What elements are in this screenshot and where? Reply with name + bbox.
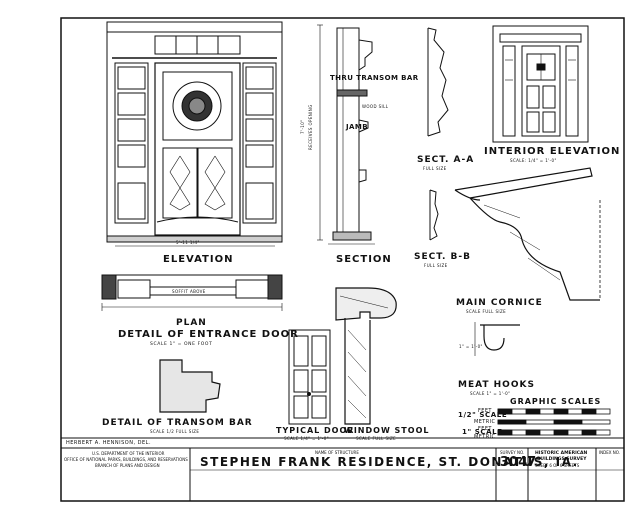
main-cornice-scale: SCALE FULL SIZE bbox=[466, 309, 507, 314]
typical-door-label: TYPICAL DOOR bbox=[276, 426, 355, 435]
detail-entrance-door-label: DETAIL OF ENTRANCE DOOR bbox=[118, 329, 299, 340]
plan-drawing bbox=[101, 274, 283, 311]
sheet-border bbox=[60, 17, 625, 502]
transom-bar-profile bbox=[159, 359, 221, 413]
title-block bbox=[61, 447, 624, 501]
main-cornice-label: MAIN CORNICE bbox=[456, 298, 543, 308]
typical-door-drawing bbox=[288, 329, 331, 425]
metric-label-2: METRIC bbox=[474, 434, 496, 440]
meat-hooks-scale: SCALE 1" = 1'-0" bbox=[470, 391, 511, 396]
typical-door-scale: SCALE 1/4" = 1'-0" bbox=[284, 436, 329, 441]
agency-line-2: OFFICE OF NATIONAL PARKS, BUILDINGS, AND… bbox=[64, 457, 188, 462]
feet-label-2: FEET bbox=[478, 426, 492, 432]
meat-hooks-dimension: 1" = 1'-0" bbox=[459, 344, 483, 349]
half-scale-label: 1/2" SCALE bbox=[458, 411, 508, 419]
detail-entrance-door-scale: SCALE 1" = ONE FOOT bbox=[150, 342, 213, 347]
plan-label: PLAN bbox=[176, 318, 207, 328]
meat-hooks-label: MEAT HOOKS bbox=[458, 380, 535, 390]
section-drawing bbox=[317, 24, 375, 245]
window-stool-label: WINDOW STOOL bbox=[344, 426, 430, 435]
graphic-scales bbox=[497, 408, 611, 436]
sect-aa-profile bbox=[427, 27, 449, 137]
structure-name-label: NAME OF STRUCTURE bbox=[315, 450, 359, 455]
habs-line-1: HISTORIC AMERICAN bbox=[535, 451, 588, 456]
index-no-label: INDEX NO. bbox=[599, 450, 621, 455]
height-dimension: 7'-10" bbox=[300, 119, 305, 134]
sect-aa-label: SECT. A-A bbox=[417, 155, 475, 165]
height-dimension-note: RECEIVES OPENING bbox=[308, 104, 313, 150]
transom-bar-scale: SCALE 1/2 FULL SIZE bbox=[150, 429, 200, 434]
survey-number: 3047 bbox=[500, 455, 537, 470]
sect-bb-scale: FULL SIZE bbox=[424, 263, 448, 268]
interior-elevation-drawing bbox=[492, 25, 589, 143]
one-scale-label: 1" SCALE bbox=[462, 428, 503, 436]
metric-label-1: METRIC bbox=[474, 419, 496, 425]
section-label: SECTION bbox=[336, 254, 392, 265]
elevation-label: ELEVATION bbox=[163, 254, 234, 265]
habs-line-2: BUILDINGS SURVEY bbox=[537, 457, 587, 462]
agency-line-3: BRANCH OF PLANS AND DESIGN bbox=[95, 463, 160, 468]
transom-bar-label: DETAIL OF TRANSOM BAR bbox=[102, 418, 253, 428]
window-stool-profile bbox=[335, 287, 397, 425]
agency-line-1: U.S. DEPARTMENT OF THE INTERIOR bbox=[92, 451, 165, 456]
meat-hook-drawing bbox=[474, 322, 520, 356]
main-cornice-profile bbox=[454, 167, 601, 301]
window-stool-scale: SCALE FULL SIZE bbox=[356, 436, 397, 441]
sect-bb-label: SECT. B-B bbox=[414, 252, 472, 262]
interior-elevation-label: INTERIOR ELEVATION bbox=[484, 146, 621, 157]
jamb-label: JAMB bbox=[346, 123, 368, 131]
elevation-dimension: 5'-11 1/4" bbox=[176, 240, 200, 245]
survey-no-label: SURVEY NO. bbox=[500, 450, 525, 455]
sheet-info: SHEET 6 OF 6 SHEETS bbox=[535, 463, 580, 468]
interior-elevation-scale: SCALE: 1/4" = 1'-0" bbox=[510, 158, 557, 163]
sect-aa-scale: FULL SIZE bbox=[423, 166, 447, 171]
sect-bb-profile bbox=[429, 189, 439, 241]
elevation-drawing bbox=[106, 21, 283, 247]
section-note: WOOD SILL bbox=[362, 104, 389, 109]
delineator: HERBERT A. HENNISON, DEL. bbox=[66, 440, 152, 446]
soffit-label: SOFFIT ABOVE bbox=[172, 289, 206, 294]
graphic-scales-label: GRAPHIC SCALES bbox=[510, 397, 602, 406]
feet-label-1: FEET bbox=[478, 408, 492, 414]
thru-transom-bar-label: THRU TRANSOM BAR bbox=[330, 74, 419, 82]
structure-title: STEPHEN FRANK RESIDENCE, ST. DONATUS, IA… bbox=[200, 455, 579, 469]
